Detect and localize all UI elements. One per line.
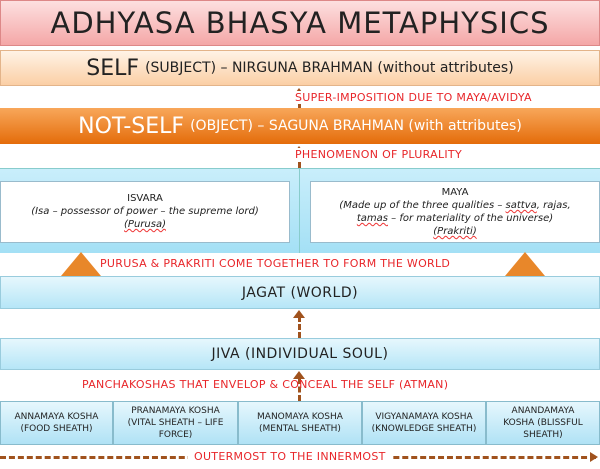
kosha-name: VIGYANAMAYA KOSHA: [375, 412, 473, 422]
isvara-term: (Purusa): [124, 219, 166, 230]
maya-heading: MAYA: [441, 187, 469, 198]
not-self-desc: (OBJECT) – SAGUNA BRAHMAN (with attribut…: [190, 118, 522, 134]
dashed-arrow-line: [298, 378, 301, 401]
maya-box: MAYA (Made up of the three qualities – s…: [310, 181, 600, 243]
kosha-desc: (VITAL SHEATH – LIFE FORCE): [127, 418, 224, 440]
plurality-label: PHENOMENON OF PLURALITY: [292, 148, 465, 161]
arrow-up-icon: [293, 371, 305, 379]
kosha-box: PRANAMAYA KOSHA (VITAL SHEATH – LIFE FORC…: [113, 401, 238, 445]
isvara-maya-panel: ISVARA (Isa – possessor of power – the s…: [0, 168, 600, 253]
isvara-heading: ISVARA: [127, 193, 163, 204]
self-desc: (SUBJECT) – NIRGUNA BRAHMAN (without att…: [145, 60, 514, 76]
self-label: SELF: [86, 55, 140, 81]
diagram-title: ADHYASA BHASYA METAPHYSICS: [0, 0, 600, 46]
outermost-label: OUTERMOST TO THE INNERMOST: [188, 450, 392, 463]
triangle-left-icon: [61, 252, 101, 276]
arrow-up-icon: [293, 310, 305, 318]
kosha-name: PRANAMAYA KOSHA: [131, 406, 220, 416]
self-box: SELF (SUBJECT) – NIRGUNA BRAHMAN (withou…: [0, 50, 600, 86]
kosha-desc: (KNOWLEDGE SHEATH): [371, 424, 477, 434]
kosha-box: MANOMAYA KOSHA (MENTAL SHEATH): [238, 401, 362, 445]
panel-divider: [299, 169, 300, 253]
maya-tamas: tamas: [356, 213, 388, 224]
triangle-right-icon: [505, 252, 545, 276]
not-self-box: NOT-SELF (OBJECT) – SAGUNA BRAHMAN (with…: [0, 108, 600, 144]
jiva-box: JIVA (INDIVIDUAL SOUL): [0, 338, 600, 370]
kosha-box: VIGYANAMAYA KOSHA (KNOWLEDGE SHEATH): [362, 401, 486, 445]
kosha-box: ANNAMAYA KOSHA (FOOD SHEATH): [0, 401, 113, 445]
kosha-box: ANANDAMAYA KOSHA (BLISSFUL SHEATH): [486, 401, 600, 445]
superimposition-label: SUPER-IMPOSITION DUE TO MAYA/AVIDYA: [292, 91, 535, 104]
maya-sattva: sattva: [505, 200, 537, 211]
arrow-right-icon: [590, 452, 598, 462]
kosha-desc: (MENTAL SHEATH): [259, 424, 341, 434]
jagat-box: JAGAT (WORLD): [0, 276, 600, 309]
not-self-label: NOT-SELF: [78, 113, 185, 139]
kosha-name: ANNAMAYA KOSHA: [14, 412, 99, 422]
maya-term: (Prakriti): [433, 226, 477, 237]
kosha-name: MANOMAYA KOSHA: [257, 412, 343, 422]
together-label: PURUSA & PRAKRITI COME TOGETHER TO FORM …: [100, 257, 451, 270]
dashed-arrow-line: [298, 316, 301, 338]
maya-desc-1: (Made up of the three qualities –: [339, 200, 506, 211]
kosha-name: ANANDAMAYA KOSHA: [503, 406, 575, 428]
isvara-box: ISVARA (Isa – possessor of power – the s…: [0, 181, 290, 243]
kosha-desc: (FOOD SHEATH): [20, 424, 93, 434]
kosha-desc: (BLISSFUL SHEATH): [523, 418, 583, 440]
isvara-desc: (Isa – possessor of power – the supreme …: [31, 206, 259, 217]
maya-desc-3: – for materiality of the universe): [388, 213, 554, 224]
panchakoshas-label: PANCHAKOSHAS THAT ENVELOP & CONCEAL THE …: [82, 378, 449, 391]
maya-desc-2: , rajas,: [536, 200, 571, 211]
